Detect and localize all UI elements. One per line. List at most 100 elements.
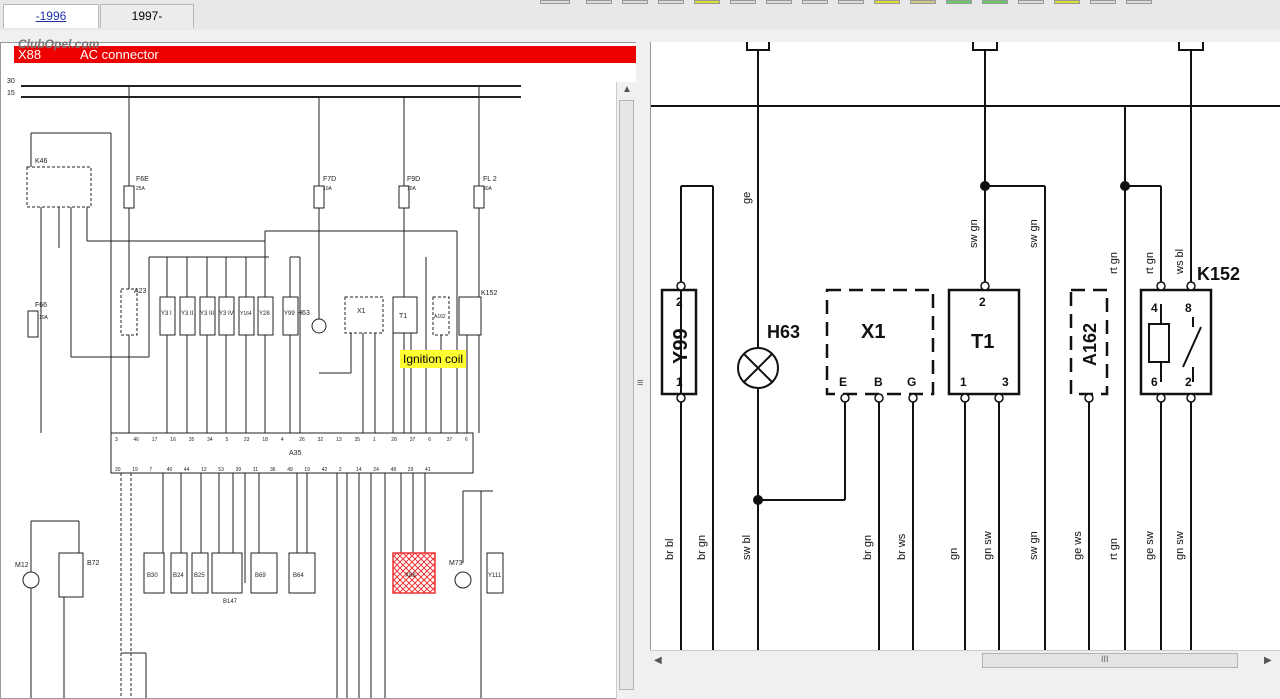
toolbar-button[interactable] <box>658 0 684 4</box>
rail-label-30: 30 <box>7 78 15 85</box>
ecu-pin-label: 4 <box>281 437 284 443</box>
component-label: K152 <box>481 290 497 297</box>
tab-1996[interactable]: -1996 <box>3 4 99 28</box>
component-label: B30 <box>147 573 158 579</box>
scroll-left-arrow-icon[interactable]: ◀ <box>654 655 662 666</box>
ecu-pin-label: 16 <box>170 437 176 443</box>
x1-label: X1 <box>861 321 885 343</box>
component-label: T1 <box>399 313 407 320</box>
k152-pin: 2 <box>1185 375 1192 389</box>
scroll-thumb[interactable]: III <box>982 653 1238 668</box>
component-label: M73 <box>449 560 463 567</box>
toolbar-button[interactable] <box>766 0 792 4</box>
x1-pin: E <box>839 375 847 389</box>
component-label: B24 <box>173 573 184 579</box>
toolbar-button[interactable] <box>1090 0 1116 4</box>
ecu-pin-label: 6 <box>428 437 431 443</box>
relay-label: K46 <box>35 158 48 165</box>
t1-pin: 2 <box>979 295 986 309</box>
ecu-pin-label: 26 <box>299 437 305 443</box>
y99-pin: 2 <box>676 295 683 309</box>
toolbar-button[interactable] <box>540 0 570 4</box>
toolbar-button[interactable] <box>946 0 972 4</box>
toolbar-button[interactable] <box>694 0 720 4</box>
thumb-grip-icon: III <box>1101 654 1109 664</box>
wire-label: ge <box>741 192 753 204</box>
detail-diagram-panel: Y99 2 1 H63 X1 E B G T1 2 1 3 A162 K152 … <box>650 42 1280 652</box>
t1-pin: 1 <box>960 375 967 389</box>
splitter-grip-icon[interactable]: ≡ <box>637 377 644 389</box>
wire-label: sw gn <box>968 219 980 248</box>
component-label: B69 <box>255 573 266 579</box>
wire-label: ge sw <box>1144 531 1156 560</box>
wire-label: rt gn <box>1108 538 1120 560</box>
scroll-right-arrow-icon[interactable]: ▶ <box>1264 655 1272 666</box>
toolbar-button[interactable] <box>910 0 936 4</box>
wire-label: br gn <box>696 535 708 560</box>
toolbar-button[interactable] <box>982 0 1008 4</box>
wire-label: sw gn <box>1028 531 1040 560</box>
wire-label: sw bl <box>741 535 753 560</box>
toolbar-button[interactable] <box>622 0 648 4</box>
fuse-label: F66 <box>35 302 47 309</box>
k152-pin: 4 <box>1151 301 1158 315</box>
fuse-rating: 30A <box>483 186 493 192</box>
toolbar-button[interactable] <box>730 0 756 4</box>
y99-label: Y99 <box>670 328 692 364</box>
x88-connector-highlight[interactable] <box>392 552 436 594</box>
detail-horizontal-scrollbar[interactable]: ◀ III ▶ <box>650 650 1280 671</box>
wire-label: sw gn <box>1028 219 1040 248</box>
detail-schematic: Y99 2 1 H63 X1 E B G T1 2 1 3 A162 K152 … <box>651 42 1280 652</box>
component-label: Y3 I <box>161 311 172 317</box>
ecu-pin-label: 44 <box>184 467 190 473</box>
wire-label: br gn <box>862 535 874 560</box>
component-label: X88 <box>405 573 416 579</box>
h63-label: H63 <box>767 322 800 342</box>
fuse-label: F6E <box>136 176 149 183</box>
ecu-pin-label: 12 <box>201 467 207 473</box>
ecu-pin-label: 41 <box>425 467 431 473</box>
ecu-pin-label: 13 <box>336 437 342 443</box>
diagram-title-bar: X88 AC connector <box>14 46 648 63</box>
left-vertical-scrollbar[interactable]: ▲ <box>616 82 637 699</box>
tab-1997[interactable]: 1997- <box>100 4 194 28</box>
ecu-pin-label: 5 <box>226 437 229 443</box>
ecu-pin-label: 18 <box>262 437 268 443</box>
t1-pin: 3 <box>1002 375 1009 389</box>
overview-schematic: 30 15 K46 F6E 25A F7D 10A F9D 10A FL 2 3… <box>7 78 521 698</box>
ecu-pin-label: 3 <box>115 437 118 443</box>
k152-pin: 8 <box>1185 301 1192 315</box>
toolbar-button[interactable] <box>838 0 864 4</box>
toolbar-button[interactable] <box>586 0 612 4</box>
fuse-label: F9D <box>407 176 420 183</box>
scroll-thumb[interactable] <box>619 100 634 690</box>
splitter-gutter[interactable]: ≡ <box>636 42 650 699</box>
component-label: Y164 <box>240 311 252 317</box>
toolbar-button[interactable] <box>802 0 828 4</box>
wire-label: gn sw <box>1174 531 1186 560</box>
ecu-pin-label: 28 <box>391 437 397 443</box>
toolbar-button[interactable] <box>1126 0 1152 4</box>
watermark-logo: ClubOpel.com <box>18 37 100 51</box>
wire-label: rt gn <box>1144 252 1156 274</box>
ecu-pin-label: 35 <box>355 437 361 443</box>
ecu-pin-label: 23 <box>244 437 250 443</box>
ecu-pin-label: 49 <box>287 467 293 473</box>
scroll-up-arrow-icon[interactable]: ▲ <box>622 84 632 95</box>
fuse-label: FL 2 <box>483 176 497 183</box>
tab-bar: -1996 1997- <box>0 0 1280 30</box>
fuse-rating: 10A <box>39 315 49 321</box>
ecu-pin-label: 1 <box>373 437 376 443</box>
fuse-rating: 10A <box>323 186 333 192</box>
ecu-pin-label: 34 <box>207 437 213 443</box>
ecu-pin-label: 40 <box>167 467 173 473</box>
component-label: B72 <box>87 560 100 567</box>
toolbar-button[interactable] <box>1054 0 1080 4</box>
wire-label: br bl <box>664 539 676 560</box>
toolbar-button[interactable] <box>874 0 900 4</box>
toolbar-button[interactable] <box>1018 0 1044 4</box>
y99-pin: 1 <box>676 375 683 389</box>
ignition-coil-callout: Ignition coil <box>400 350 467 368</box>
component-label: Y3 III <box>200 311 214 317</box>
